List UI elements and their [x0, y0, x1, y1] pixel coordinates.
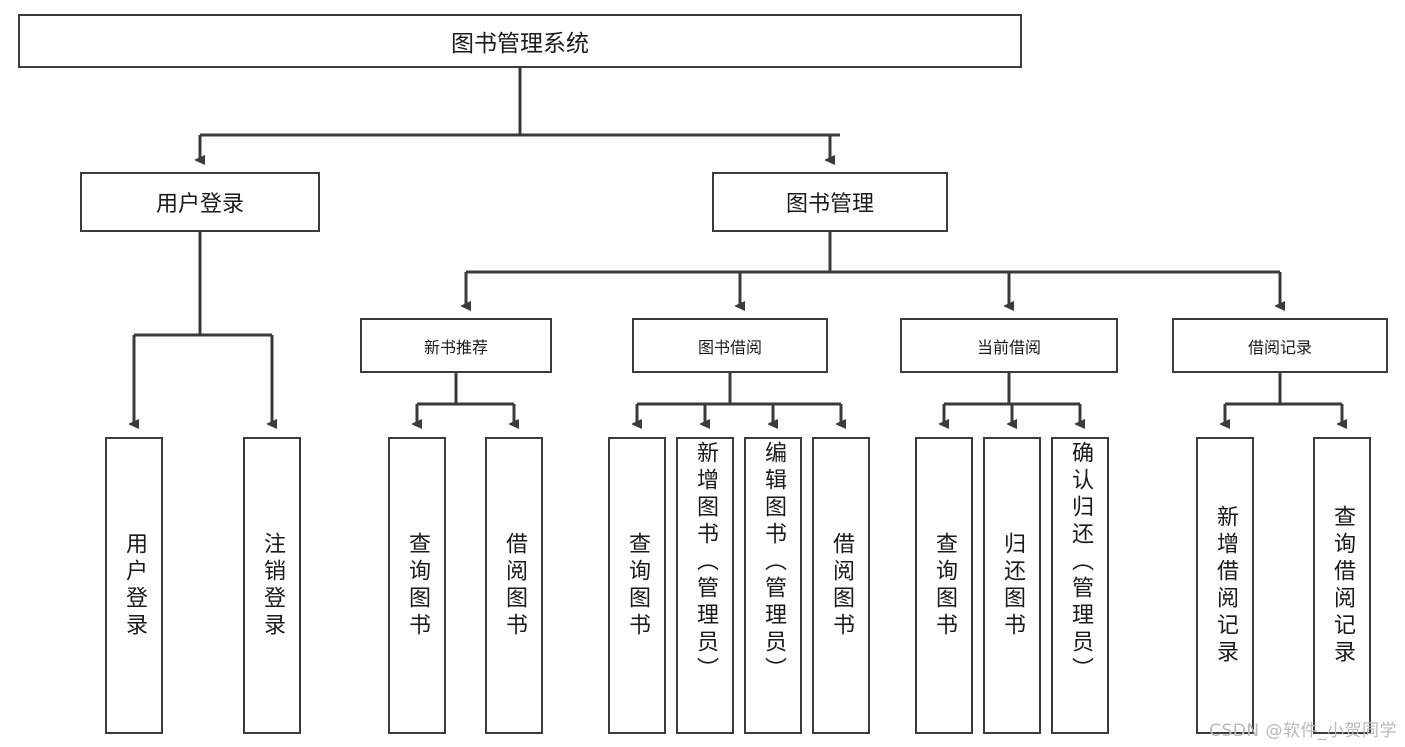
- node-book-manage[interactable]: 图书管理: [712, 172, 948, 232]
- leaf-text-wrap: 注销登录: [245, 439, 299, 732]
- leaf-text-wrap: 查询图书: [610, 439, 664, 732]
- node-leaf-query-book-1-label: 查询图书: [405, 531, 430, 640]
- node-leaf-add-book-admin[interactable]: 新增图书（管理员）: [676, 437, 734, 734]
- node-root-label: 图书管理系统: [451, 31, 589, 57]
- leaf-text-wrap: 编辑图书（管理员）: [746, 437, 800, 734]
- leaf-text-wrap: 归还图书: [985, 439, 1039, 732]
- node-borrow-record-label: 借阅记录: [1247, 337, 1312, 357]
- node-leaf-query-book-3[interactable]: 查询图书: [915, 437, 973, 734]
- node-book-borrow[interactable]: 图书借阅: [632, 318, 828, 373]
- leaf-text-wrap: 新增借阅记录: [1198, 439, 1252, 732]
- node-user-login-label: 用户登录: [155, 192, 244, 217]
- node-current-borrow-label: 当前借阅: [976, 337, 1041, 357]
- node-new-book-recommend[interactable]: 新书推荐: [360, 318, 552, 373]
- node-borrow-record[interactable]: 借阅记录: [1172, 318, 1388, 373]
- node-leaf-add-borrow-record-label: 新增借阅记录: [1213, 504, 1238, 667]
- node-leaf-borrow-book-1[interactable]: 借阅图书: [485, 437, 543, 734]
- leaf-text-wrap: 查询借阅记录: [1315, 439, 1369, 732]
- node-leaf-query-borrow-record-label: 查询借阅记录: [1330, 504, 1355, 667]
- node-leaf-return-book[interactable]: 归还图书: [983, 437, 1041, 734]
- node-leaf-confirm-return[interactable]: 确认归还（管理员）: [1051, 437, 1109, 734]
- leaf-text-wrap: 借阅图书: [814, 439, 868, 732]
- leaf-text-wrap: 用户登录: [107, 439, 161, 732]
- node-leaf-query-book-3-label: 查询图书: [932, 531, 957, 640]
- node-leaf-borrow-book-2-label: 借阅图书: [829, 531, 854, 640]
- node-book-manage-label: 图书管理: [785, 192, 874, 217]
- node-leaf-query-book-1[interactable]: 查询图书: [388, 437, 446, 734]
- node-leaf-edit-book-admin-label: 编辑图书（管理员）: [761, 441, 786, 684]
- node-leaf-return-book-label: 归还图书: [1000, 531, 1025, 640]
- watermark: CSDN @软件_小贺同学: [1209, 721, 1397, 741]
- node-leaf-add-borrow-record[interactable]: 新增借阅记录: [1196, 437, 1254, 734]
- node-leaf-query-book-2-label: 查询图书: [625, 531, 650, 640]
- node-leaf-logout-login-label: 注销登录: [260, 531, 285, 640]
- node-book-borrow-label: 图书借阅: [697, 337, 762, 357]
- leaf-text-wrap: 新增图书（管理员）: [678, 437, 732, 734]
- node-leaf-query-book-2[interactable]: 查询图书: [608, 437, 666, 734]
- node-leaf-query-borrow-record[interactable]: 查询借阅记录: [1313, 437, 1371, 734]
- node-user-login[interactable]: 用户登录: [80, 172, 320, 232]
- node-leaf-add-book-admin-label: 新增图书（管理员）: [693, 441, 718, 684]
- node-new-book-recommend-label: 新书推荐: [423, 337, 488, 357]
- node-leaf-user-login[interactable]: 用户登录: [105, 437, 163, 734]
- node-leaf-borrow-book-2[interactable]: 借阅图书: [812, 437, 870, 734]
- node-leaf-logout-login[interactable]: 注销登录: [243, 437, 301, 734]
- node-leaf-confirm-return-label: 确认归还（管理员）: [1068, 441, 1093, 684]
- leaf-text-wrap: 查询图书: [390, 439, 444, 732]
- leaf-text-wrap: 借阅图书: [487, 439, 541, 732]
- node-leaf-edit-book-admin[interactable]: 编辑图书（管理员）: [744, 437, 802, 734]
- leaf-text-wrap: 查询图书: [917, 439, 971, 732]
- node-leaf-borrow-book-1-label: 借阅图书: [502, 531, 527, 640]
- node-current-borrow[interactable]: 当前借阅: [900, 318, 1118, 373]
- node-leaf-user-login-label: 用户登录: [122, 531, 147, 640]
- node-root[interactable]: 图书管理系统: [18, 14, 1022, 68]
- leaf-text-wrap: 确认归还（管理员）: [1053, 437, 1107, 734]
